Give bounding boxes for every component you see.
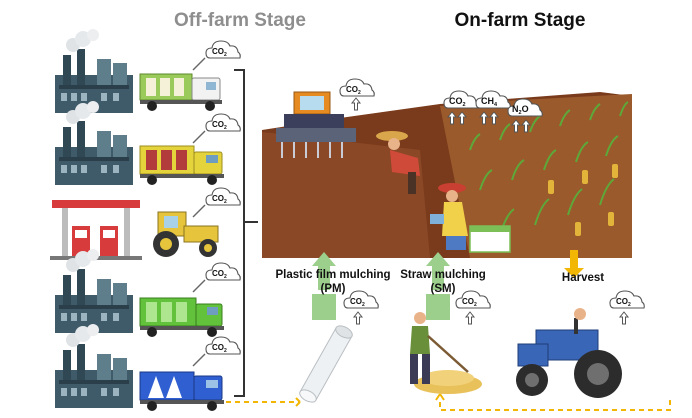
on-farm-field [262, 92, 632, 258]
factory-icon-2 [55, 101, 133, 185]
truck-icon-1 [140, 74, 222, 111]
emission-arrow-icon-4 [193, 280, 205, 292]
plastic-film-roll-icon [298, 323, 355, 404]
dashed-arrow-sm-to-harvest [440, 396, 670, 410]
truck-icon-2 [140, 146, 224, 185]
dashed-arrowhead-sm-icon [436, 394, 444, 400]
harvest-tractor-icon [516, 308, 622, 398]
seed-bag-icon [470, 226, 510, 252]
emission-arrow-icon-3 [193, 205, 205, 217]
pm-abbr-text: (PM) [258, 282, 408, 296]
up-arrow-icon-pm [354, 312, 362, 324]
straw-mulching-label: Straw mulching (SM) [388, 268, 498, 296]
plastic-film-mulching-label: Plastic film mulching (PM) [258, 268, 408, 296]
truck-icon-3 [140, 298, 224, 337]
factory-icon-3 [55, 249, 133, 333]
sm-label-text: Straw mulching [388, 268, 498, 282]
sm-green-arrow-shaft-icon [426, 294, 450, 320]
emission-arrow-icon-5 [193, 354, 205, 366]
pm-label-text: Plastic film mulching [258, 268, 408, 282]
sm-abbr-text: (SM) [388, 282, 498, 296]
up-arrow-icon-harvest [620, 312, 628, 324]
tractor-icon-offfarm [153, 212, 218, 257]
truck-icon-4 [140, 372, 224, 411]
up-arrow-icon-sm [466, 312, 474, 324]
harvest-label: Harvest [548, 271, 618, 285]
emission-arrow-icon-1 [193, 58, 205, 70]
factory-icon-1 [55, 29, 133, 113]
pm-green-arrow-shaft-icon [312, 294, 336, 320]
factory-icon-4 [55, 324, 133, 408]
up-arrow-icon-tractor [352, 98, 360, 110]
emission-arrow-icon-2 [193, 131, 205, 143]
